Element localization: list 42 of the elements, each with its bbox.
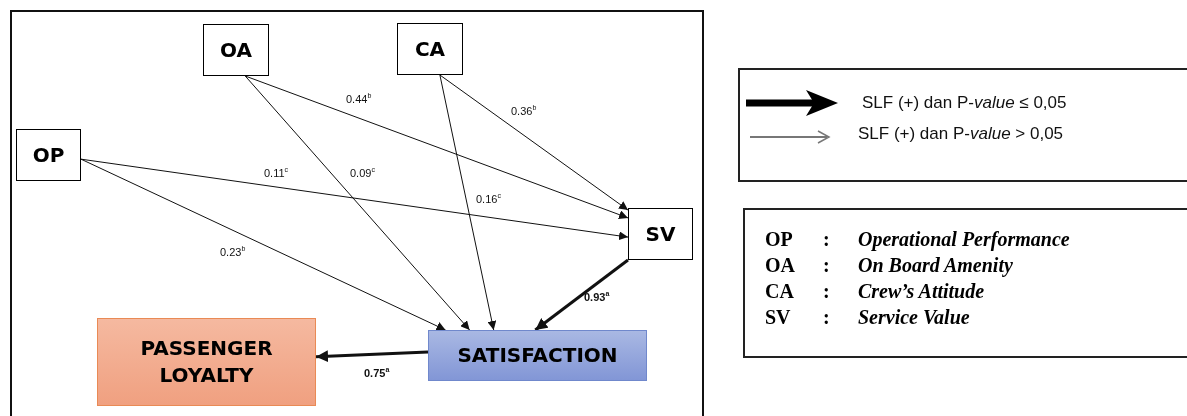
edge-label: 0.09$^{c}$ [350, 166, 375, 179]
abbreviation-definition: Operational Performance [858, 228, 1070, 251]
arrow [534, 258, 629, 332]
arrow [315, 350, 429, 363]
arrow [80, 158, 629, 241]
node-label: CA [414, 35, 446, 63]
arrow [80, 158, 446, 331]
abbreviation: CA [765, 280, 794, 303]
abbreviation: SV [765, 306, 791, 329]
arrow [244, 75, 629, 219]
edge-label: 0.11$^{c}$ [264, 166, 289, 179]
edge-label: 0.16$^{c}$ [476, 192, 501, 205]
separator: : [823, 228, 830, 251]
node-label: PASSENGER LOYALTY [139, 335, 274, 389]
legend-label: SLF (+) dan P-value ≤ 0,05 [862, 93, 1067, 113]
separator: : [823, 306, 830, 329]
arrow [439, 74, 497, 331]
edge-label: 0.93$^{a}$ [584, 290, 610, 303]
node-label: OP [32, 141, 65, 169]
abbreviation-definition: Crew’s Attitude [858, 280, 985, 303]
variable-box [203, 24, 269, 76]
separator: : [823, 254, 830, 277]
node-label: OA [220, 36, 252, 64]
abbreviation-definition: On Board Amenity [858, 254, 1013, 277]
construct-box [428, 330, 647, 381]
abbreviation: OA [765, 254, 795, 277]
node-label: SATISFACTION [457, 342, 618, 369]
abbreviation: OP [765, 228, 793, 251]
edge-label: 0.44$^{b}$ [346, 92, 372, 105]
variable-box [16, 129, 81, 181]
node-label: SV [645, 220, 676, 248]
arrow [439, 74, 629, 211]
abbreviation-definition: Service Value [858, 306, 970, 329]
edge-label: 0.36$^{b}$ [511, 104, 537, 117]
legend-label: SLF (+) dan P-value > 0,05 [858, 124, 1064, 144]
separator: : [823, 280, 830, 303]
arrow [244, 75, 471, 331]
variable-box [628, 208, 693, 260]
construct-box [97, 318, 316, 406]
edge-label: 0.75$^{a}$ [364, 366, 390, 379]
edge-label: 0.23$^{b}$ [220, 245, 246, 258]
variable-box [397, 23, 463, 75]
